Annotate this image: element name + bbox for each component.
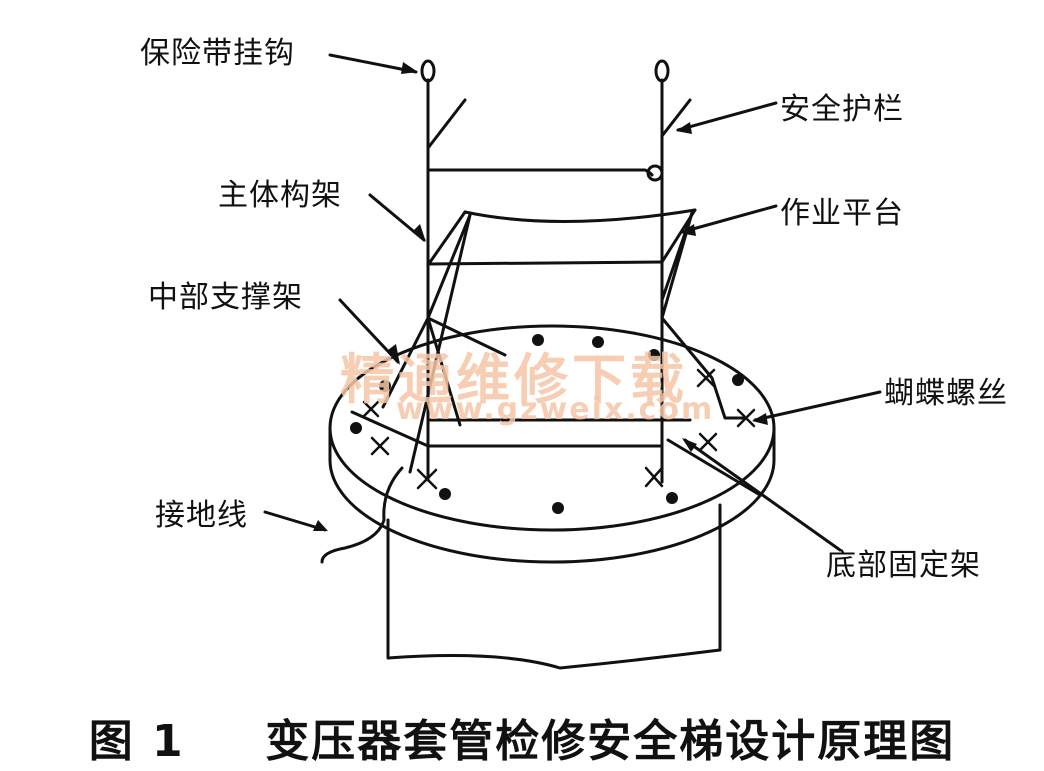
- label-ground-wire: 接地线: [155, 498, 248, 533]
- label-mid-support: 中部支撑架: [148, 280, 303, 315]
- leader-butterfly-bolt: [753, 390, 882, 422]
- mid-support-right-b: [660, 211, 694, 302]
- caption-title: 变压器套管检修安全梯设计原理图: [265, 716, 956, 767]
- mid-support-cross: [426, 316, 462, 427]
- leader-mid-support: [338, 298, 400, 364]
- butterfly-bolt-mark: [698, 432, 718, 452]
- butterfly-bolt-mark: [370, 436, 390, 456]
- guardrail-ring: [646, 164, 664, 182]
- guardrail-right-bar: [660, 98, 692, 138]
- mid-support-left-b: [408, 213, 472, 474]
- bottom-frame-rail: [666, 438, 762, 497]
- butterfly-bolt-mark: [736, 408, 756, 428]
- leader-guardrail: [676, 101, 778, 132]
- arrow-guardrail: [676, 122, 692, 134]
- caption-number: 图 1: [88, 716, 185, 767]
- watermark-text: 精通维修下载: [340, 347, 688, 411]
- flange-rim: [328, 426, 776, 564]
- bushing-body: [386, 503, 722, 670]
- bolt-hole: [379, 380, 391, 392]
- mid-support-cross-top: [426, 316, 507, 357]
- hook-right: [654, 59, 670, 83]
- bottom-frame-right: [660, 316, 747, 420]
- label-main-frame: 主体构架: [218, 178, 342, 213]
- arrow-bottom-fixture: [682, 438, 697, 452]
- butterfly-bolt-mark: [644, 466, 664, 488]
- bolt-hole: [552, 502, 564, 514]
- mid-support-left-a: [426, 213, 472, 320]
- label-guardrail: 安全护栏: [780, 92, 904, 127]
- bolt-hole: [732, 374, 744, 386]
- guardrail-crossbar: [426, 168, 654, 177]
- leader-bottom-fixture: [683, 438, 842, 552]
- bottom-left-rail: [350, 410, 430, 448]
- platform-left-edge: [426, 210, 467, 267]
- bolt-hole: [648, 349, 660, 361]
- leader-hook: [328, 53, 418, 74]
- butterfly-bolt-mark: [362, 400, 380, 418]
- arrow-ground-wire: [313, 520, 328, 531]
- label-platform: 作业平台: [780, 196, 904, 231]
- label-hook: 保险带挂钩: [140, 36, 295, 71]
- ground-wire: [320, 466, 404, 564]
- label-bottom-fixture: 底部固定架: [826, 548, 981, 583]
- arrow-platform: [680, 224, 696, 236]
- watermark-url: www.gzweix.com: [396, 392, 715, 427]
- figure-caption: 图 1 变压器套管检修安全梯设计原理图: [0, 705, 1044, 769]
- bolt-hole: [350, 422, 362, 434]
- arrow-mid-support: [388, 344, 400, 365]
- butterfly-bolt-mark: [696, 368, 716, 388]
- leader-platform: [680, 204, 778, 234]
- arrow-butterfly-bolt: [752, 413, 768, 425]
- guardrail-left-bar: [426, 98, 467, 150]
- platform-top: [463, 208, 697, 223]
- arrow-main-frame: [412, 224, 426, 242]
- butterfly-bolt-mark: [416, 468, 438, 490]
- arrow-hook: [401, 62, 418, 74]
- bolt-hole: [439, 488, 451, 500]
- label-butterfly-bolt: 蝴蝶螺丝: [884, 376, 1008, 411]
- bolt-hole: [532, 334, 544, 346]
- hook-left: [420, 59, 436, 83]
- bolt-hole: [666, 492, 678, 504]
- bolt-hole: [592, 336, 604, 348]
- mid-support-left-c: [381, 316, 430, 409]
- platform-front-edge: [426, 260, 664, 266]
